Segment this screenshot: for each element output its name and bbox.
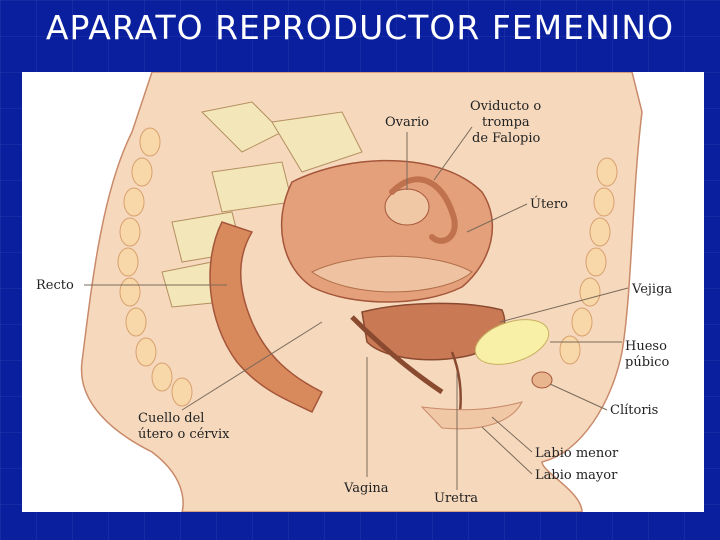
anatomy-diagram: Ovario Oviducto o trompa de Falopio Úter… (22, 72, 704, 512)
anatomy-figure: Ovario Oviducto o trompa de Falopio Úter… (22, 72, 704, 512)
label-utero: Útero (530, 195, 568, 212)
label-vejiga: Vejiga (631, 282, 672, 297)
label-hueso-1: Hueso (625, 339, 667, 354)
label-recto: Recto (36, 278, 74, 293)
label-hueso-2: púbico (625, 355, 669, 370)
label-cuello-2: útero o cérvix (138, 427, 230, 442)
label-labio-mayor: Labio mayor (535, 468, 618, 483)
label-oviducto-3: de Falopio (472, 131, 540, 146)
label-uretra: Uretra (434, 491, 478, 506)
label-oviducto-1: Oviducto o (470, 99, 541, 114)
label-vagina: Vagina (343, 481, 389, 496)
label-cuello-1: Cuello del (138, 411, 204, 426)
label-labio-menor: Labio menor (535, 446, 619, 461)
label-oviducto-2: trompa (482, 115, 530, 130)
slide-title: APARATO REPRODUCTOR FEMENINO (0, 8, 720, 47)
label-ovario: Ovario (385, 115, 429, 130)
clitoris (532, 372, 552, 388)
label-clitoris: Clítoris (610, 403, 658, 418)
